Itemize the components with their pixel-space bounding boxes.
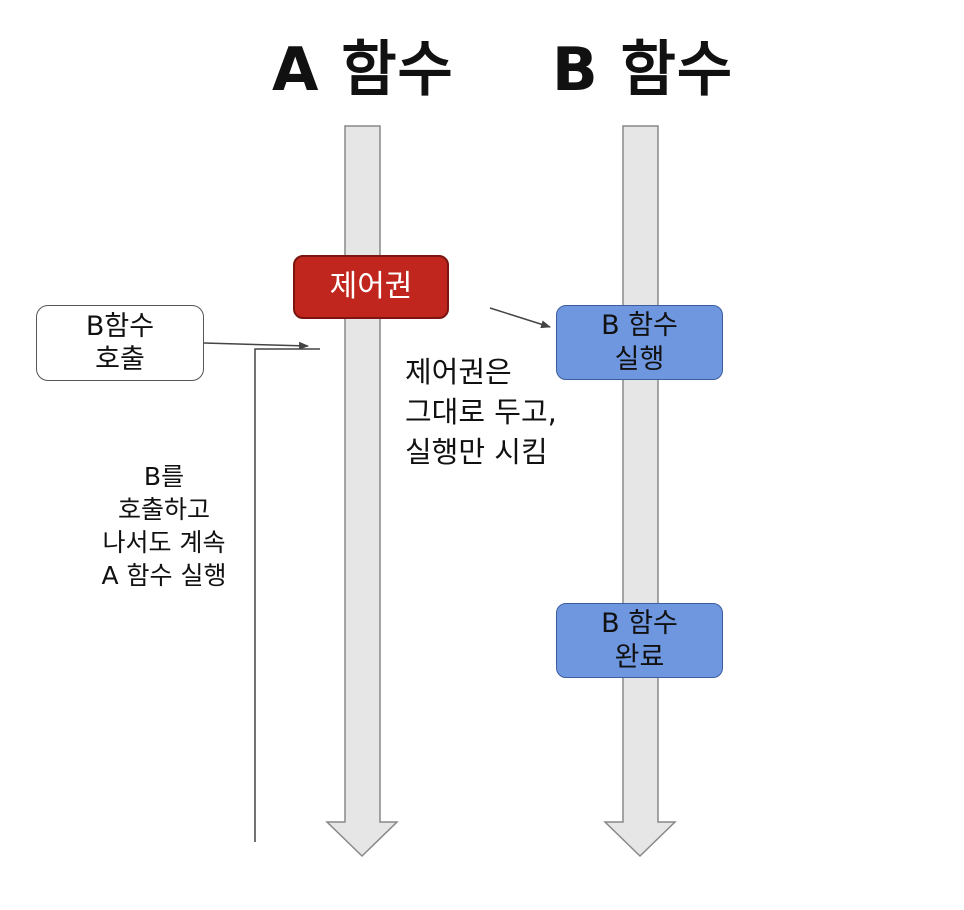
b-run-box-line-1: B 함수 [601,309,678,341]
control-note-line-1: 제어권은 [405,355,512,389]
control-note-line-3: 실행만 시킴 [405,435,548,469]
b-call-box-line-2: 호출 [95,344,145,375]
control-to-b-arrow [489,307,551,329]
b-done-box: B 함수 완료 [556,603,723,678]
b-function-title: B 함수 [552,35,734,105]
a-continue-note: B를 호출하고 나서도 계속 A 함수 실행 [64,460,264,592]
b-run-box: B 함수 실행 [556,305,723,380]
b-done-box-line-1: B 함수 [601,607,678,639]
call-arrow [203,341,309,350]
control-note-line-2: 그대로 두고, [405,395,557,429]
a-continue-note-line-4: A 함수 실행 [101,561,227,590]
a-function-title: A 함수 [272,35,454,105]
a-continue-bracket [254,348,320,842]
a-timeline-arrow [325,125,399,858]
b-timeline-arrow [603,125,677,858]
b-call-box: B함수 호출 [36,305,204,381]
a-continue-note-line-1: B를 [143,462,185,491]
control-note: 제어권은 그대로 두고, 실행만 시킴 [405,352,557,472]
control-box: 제어권 [293,255,449,319]
b-call-box-line-1: B함수 [85,311,155,342]
b-run-box-line-2: 실행 [614,343,665,375]
control-box-label: 제어권 [329,269,413,304]
a-continue-note-line-2: 호출하고 [117,495,210,524]
b-done-box-line-2: 완료 [614,641,665,673]
a-continue-note-line-3: 나서도 계속 [102,528,226,557]
